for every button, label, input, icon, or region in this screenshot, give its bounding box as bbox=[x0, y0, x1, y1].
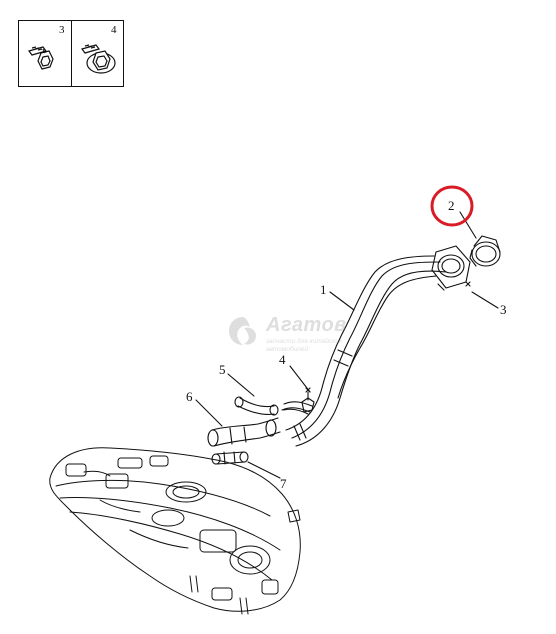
callout-2: 2 bbox=[448, 198, 455, 213]
legend-label-3: 3 bbox=[59, 24, 65, 36]
leader-7 bbox=[247, 461, 281, 479]
fastener-icons bbox=[27, 44, 116, 74]
fastener-legend: 3 4 bbox=[18, 20, 124, 87]
leader-6 bbox=[195, 399, 223, 427]
watermark-logo-icon bbox=[229, 317, 256, 345]
callout-6: 6 bbox=[186, 389, 193, 404]
callout-1: 1 bbox=[320, 282, 327, 297]
leader-2 bbox=[459, 211, 477, 239]
hose-7 bbox=[211, 451, 249, 465]
mounting-bracket bbox=[301, 391, 315, 413]
callout-7: 7 bbox=[280, 476, 287, 491]
leader-4 bbox=[289, 365, 311, 393]
watermark-subtitle-2: автомобилей bbox=[266, 346, 309, 353]
callout-5: 5 bbox=[219, 362, 226, 377]
flange-bolt-icon bbox=[80, 44, 116, 74]
filler-pipe bbox=[281, 255, 447, 447]
watermark-title: Агатов bbox=[266, 314, 347, 336]
hex-bolt-icon bbox=[27, 46, 54, 70]
leader-1 bbox=[329, 291, 355, 311]
hose-6 bbox=[207, 417, 281, 447]
legend-divider bbox=[71, 21, 73, 86]
leader-5 bbox=[227, 373, 255, 397]
watermark: Агатов запчасти для китайских автомобиле… bbox=[226, 312, 376, 358]
hose-5 bbox=[234, 396, 309, 416]
legend-label-4: 4 bbox=[111, 24, 117, 36]
callout-4: 4 bbox=[279, 352, 286, 367]
highlight-circle bbox=[430, 185, 474, 227]
fuel-tank bbox=[49, 447, 301, 615]
filler-neck-flange bbox=[431, 245, 471, 291]
fuel-cap bbox=[469, 235, 501, 267]
watermark-subtitle-1: запчасти для китайских bbox=[266, 338, 343, 345]
callout-3: 3 bbox=[500, 302, 507, 317]
leader-3 bbox=[471, 291, 499, 309]
